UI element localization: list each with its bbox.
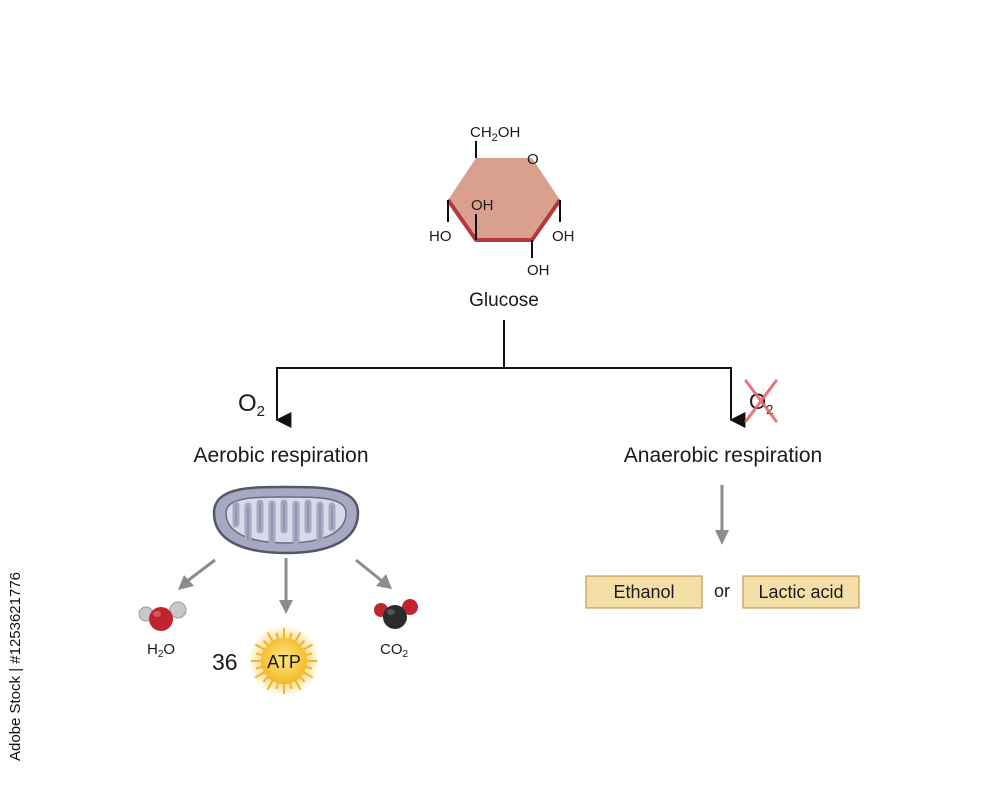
anaerobic-gray-arrow — [715, 485, 729, 545]
watermark-text: Adobe Stock | #1253621776 — [7, 571, 25, 761]
or-connector: or — [714, 581, 730, 601]
atp-ray — [294, 679, 302, 691]
branch-connector — [275, 320, 746, 428]
atp-icon — [248, 625, 320, 697]
atp-ray — [254, 671, 266, 679]
glucose-ring — [448, 158, 560, 240]
ethanol-box — [585, 575, 703, 609]
anaerobic-title: Anaerobic respiration — [624, 444, 822, 467]
atp-ray — [262, 639, 270, 647]
atp-ray — [288, 681, 293, 690]
lactic-acid-label: Lactic acid — [758, 582, 843, 602]
aerobic-oxygen-label: O2 — [238, 390, 265, 420]
atp-ray — [266, 679, 274, 691]
glucose-ho-left: HO — [429, 228, 452, 245]
glucose-ring-oxygen: O — [527, 151, 539, 168]
stock-watermark: Adobe Stock | #1253621776 — [4, 548, 28, 784]
no-oxygen-cross-icon — [744, 379, 778, 423]
atp-label: ATP — [267, 652, 301, 672]
lactic-acid-box — [742, 575, 860, 609]
aerobic-title: Aerobic respiration — [193, 444, 368, 467]
atp-ray — [262, 675, 270, 683]
atp-ray — [275, 632, 280, 641]
glucose-ring-front-edge — [446, 198, 562, 242]
atp-ray — [266, 631, 274, 643]
glucose-ch2oh-label: CH2OH — [470, 124, 520, 144]
atp-ray — [254, 643, 266, 651]
atp-ray — [255, 665, 264, 670]
co2-molecule-icon — [374, 599, 418, 629]
water-label: H2O — [147, 641, 175, 660]
atp-ray — [255, 652, 264, 657]
atp-count: 36 — [212, 649, 238, 675]
anaerobic-oxygen-label: O2 — [749, 389, 773, 417]
ethanol-label: Ethanol — [613, 582, 674, 602]
atp-ray — [298, 675, 306, 683]
glucose-oh-inner: OH — [471, 197, 494, 214]
mitochondrion-output-arrows — [178, 558, 392, 614]
glucose-molecule: CH2OH O OH HO OH OH Glucose — [429, 124, 575, 311]
atp-ray — [288, 632, 293, 641]
glucose-oh-right: OH — [552, 228, 575, 245]
atp-ray — [304, 665, 313, 670]
water-molecule-icon — [138, 601, 187, 631]
co2-label: CO2 — [380, 641, 409, 660]
atp-ray — [302, 671, 314, 679]
atp-ray — [304, 652, 313, 657]
glucose-name: Glucose — [469, 290, 539, 311]
atp-ray — [298, 639, 306, 647]
atp-ray — [294, 631, 302, 643]
atp-ray — [302, 643, 314, 651]
mitochondrion-icon — [212, 485, 360, 555]
atp-ray — [275, 681, 280, 690]
glucose-oh-bottom: OH — [527, 262, 550, 279]
